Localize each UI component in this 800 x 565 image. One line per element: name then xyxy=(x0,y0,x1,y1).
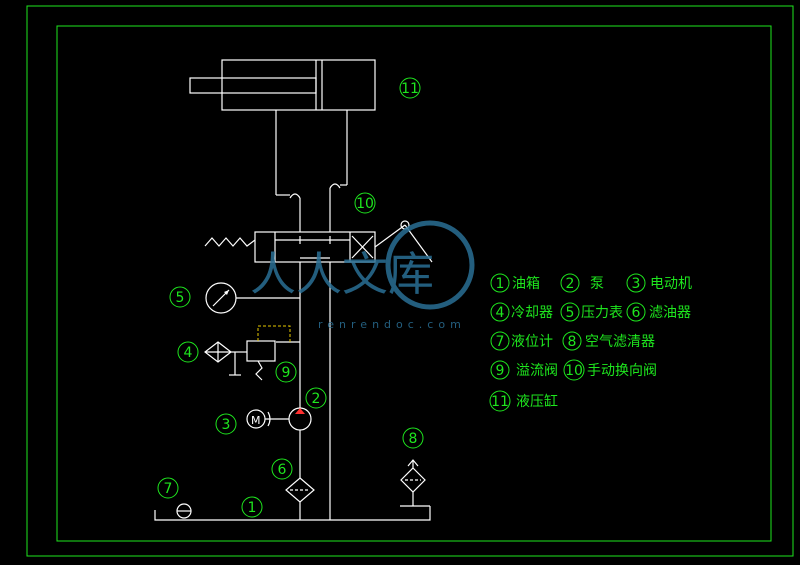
oil-filter xyxy=(285,477,315,520)
svg-text:9: 9 xyxy=(282,365,291,381)
callout-3: 3 xyxy=(215,413,237,435)
svg-text:溢流阀: 溢流阀 xyxy=(516,363,558,379)
svg-text:电动机: 电动机 xyxy=(650,276,692,292)
svg-text:8: 8 xyxy=(409,431,418,447)
svg-text:4: 4 xyxy=(496,305,505,321)
svg-text:5: 5 xyxy=(176,290,185,306)
svg-text:7: 7 xyxy=(496,334,505,350)
legend-item: 10 手动换向阀 xyxy=(563,359,657,381)
legend-item: 2 泵 xyxy=(560,273,604,293)
pressure-gauge xyxy=(205,282,237,314)
watermark-logo: 人人文库 renrendoc.com xyxy=(250,220,475,331)
callout-8: 8 xyxy=(402,427,424,449)
svg-text:7: 7 xyxy=(164,481,173,497)
callout-2: 2 xyxy=(305,387,327,409)
callout-1: 1 xyxy=(241,496,263,518)
svg-text:6: 6 xyxy=(632,305,641,321)
legend-item: 6 滤油器 xyxy=(626,302,691,322)
directional-valve xyxy=(204,220,433,263)
callout-6: 6 xyxy=(271,458,293,480)
svg-text:滤油器: 滤油器 xyxy=(649,305,691,321)
relief-valve xyxy=(246,325,291,381)
svg-text:压力表: 压力表 xyxy=(581,305,623,321)
svg-text:10: 10 xyxy=(356,196,374,212)
watermark-url: renrendoc.com xyxy=(318,318,466,331)
svg-text:1: 1 xyxy=(248,500,257,516)
svg-text:3: 3 xyxy=(222,417,231,433)
svg-text:6: 6 xyxy=(278,462,287,478)
spring-symbol xyxy=(204,237,256,247)
legend-item: 9 溢流阀 xyxy=(490,360,558,380)
callout-5: 5 xyxy=(169,286,191,308)
watermark-text: 人人文库 xyxy=(250,247,434,301)
svg-text:2: 2 xyxy=(566,276,575,292)
legend: 1 油箱 2 泵 3 电动机 4 冷却器 5 压力表 6 滤油器 xyxy=(489,273,692,412)
svg-text:4: 4 xyxy=(184,345,193,361)
inner-frame xyxy=(56,25,772,542)
svg-text:10: 10 xyxy=(565,363,583,379)
svg-text:手动换向阀: 手动换向阀 xyxy=(587,362,657,379)
svg-text:空气滤清器: 空气滤清器 xyxy=(585,334,655,350)
svg-text:11: 11 xyxy=(491,394,509,410)
air-filter xyxy=(400,459,430,507)
svg-text:液位计: 液位计 xyxy=(511,334,553,350)
svg-text:2: 2 xyxy=(312,391,321,407)
svg-text:油箱: 油箱 xyxy=(512,276,540,292)
callout-4: 4 xyxy=(177,341,199,363)
svg-text:8: 8 xyxy=(568,334,577,350)
legend-item: 3 电动机 xyxy=(626,273,692,293)
callout-7: 7 xyxy=(157,477,179,499)
legend-item: 1 油箱 xyxy=(490,273,540,293)
callout-9: 9 xyxy=(275,361,297,383)
legend-item: 8 空气滤清器 xyxy=(562,331,655,351)
cylinder-lines xyxy=(276,183,347,232)
lever xyxy=(374,224,406,248)
legend-item: 4 冷却器 xyxy=(490,302,553,322)
svg-text:冷却器: 冷却器 xyxy=(511,305,553,321)
legend-item: 5 压力表 xyxy=(560,302,623,322)
hydraulic-cylinder xyxy=(189,59,376,195)
svg-text:5: 5 xyxy=(566,305,575,321)
cooler xyxy=(204,341,247,376)
svg-text:11: 11 xyxy=(401,81,419,97)
svg-text:9: 9 xyxy=(496,363,505,379)
pressure-lines xyxy=(236,257,331,520)
svg-text:液压缸: 液压缸 xyxy=(516,393,558,410)
svg-text:泵: 泵 xyxy=(590,276,604,292)
legend-item: 7 液位计 xyxy=(490,331,553,351)
callout-11: 11 xyxy=(399,77,421,99)
svg-text:M: M xyxy=(251,414,261,427)
legend-item: 11 液压缸 xyxy=(489,390,558,412)
svg-text:1: 1 xyxy=(496,276,505,292)
oil-tank xyxy=(154,503,431,521)
callout-10: 10 xyxy=(354,192,376,214)
outer-frame xyxy=(26,5,794,557)
electric-motor: M xyxy=(246,409,289,429)
svg-text:3: 3 xyxy=(632,276,641,292)
